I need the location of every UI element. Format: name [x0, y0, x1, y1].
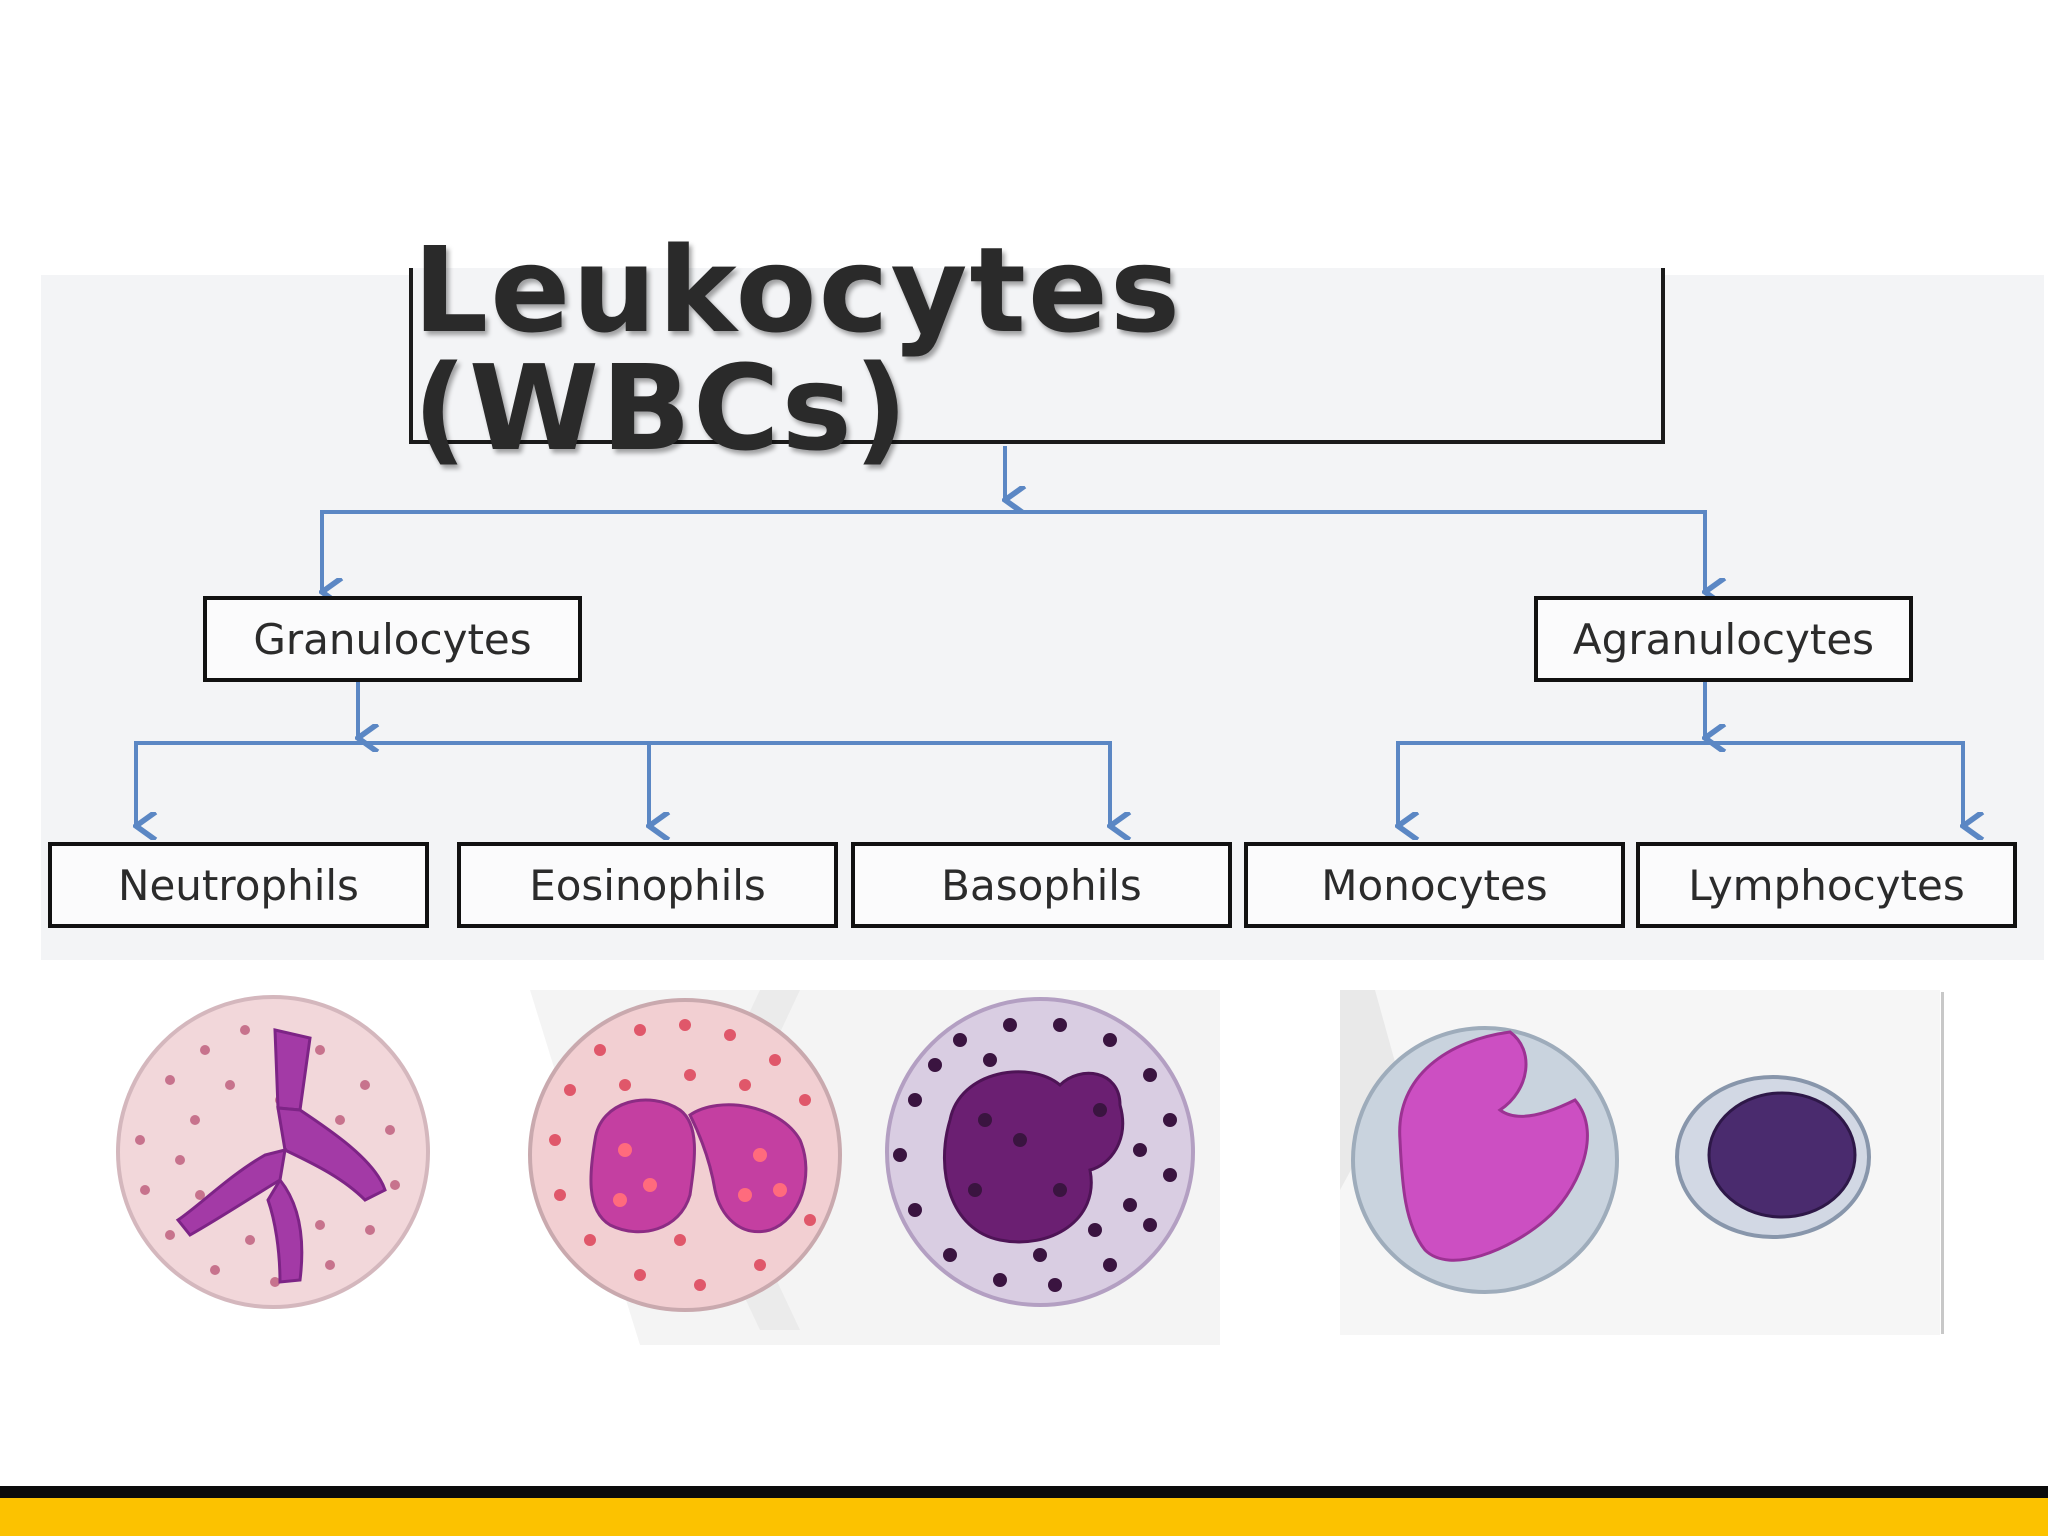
node-label: Lymphocytes [1688, 860, 1965, 910]
node-neutrophils: Neutrophils [48, 842, 429, 928]
eosinophil-cell [528, 998, 842, 1312]
node-granulocytes: Granulocytes [203, 596, 582, 682]
diagram-title: Leukocytes (WBCs) [413, 221, 1183, 477]
cell-illustrations [116, 990, 1940, 1345]
node-label: Basophils [941, 860, 1142, 910]
monocyte-cell [1351, 1026, 1619, 1294]
node-label: Agranulocytes [1572, 614, 1875, 664]
node-basophils: Basophils [851, 842, 1232, 928]
node-label: Monocytes [1321, 860, 1548, 910]
node-monocytes: Monocytes [1244, 842, 1625, 928]
lymphocyte-cell [1675, 1075, 1871, 1239]
node-label: Eosinophils [529, 860, 766, 910]
node-label: Granulocytes [253, 614, 532, 664]
node-eosinophils: Eosinophils [457, 842, 838, 928]
footer-stripe-yellow [0, 1498, 2048, 1536]
basophil-cell [885, 997, 1195, 1307]
node-lymphocytes: Lymphocytes [1636, 842, 2017, 928]
neutrophil-cell [116, 995, 430, 1309]
node-agranulocytes: Agranulocytes [1534, 596, 1913, 682]
node-label: Neutrophils [118, 860, 359, 910]
title-box: Leukocytes (WBCs) [409, 231, 1665, 467]
divider-line [1941, 992, 1944, 1334]
footer-stripe-dark [0, 1486, 2048, 1498]
